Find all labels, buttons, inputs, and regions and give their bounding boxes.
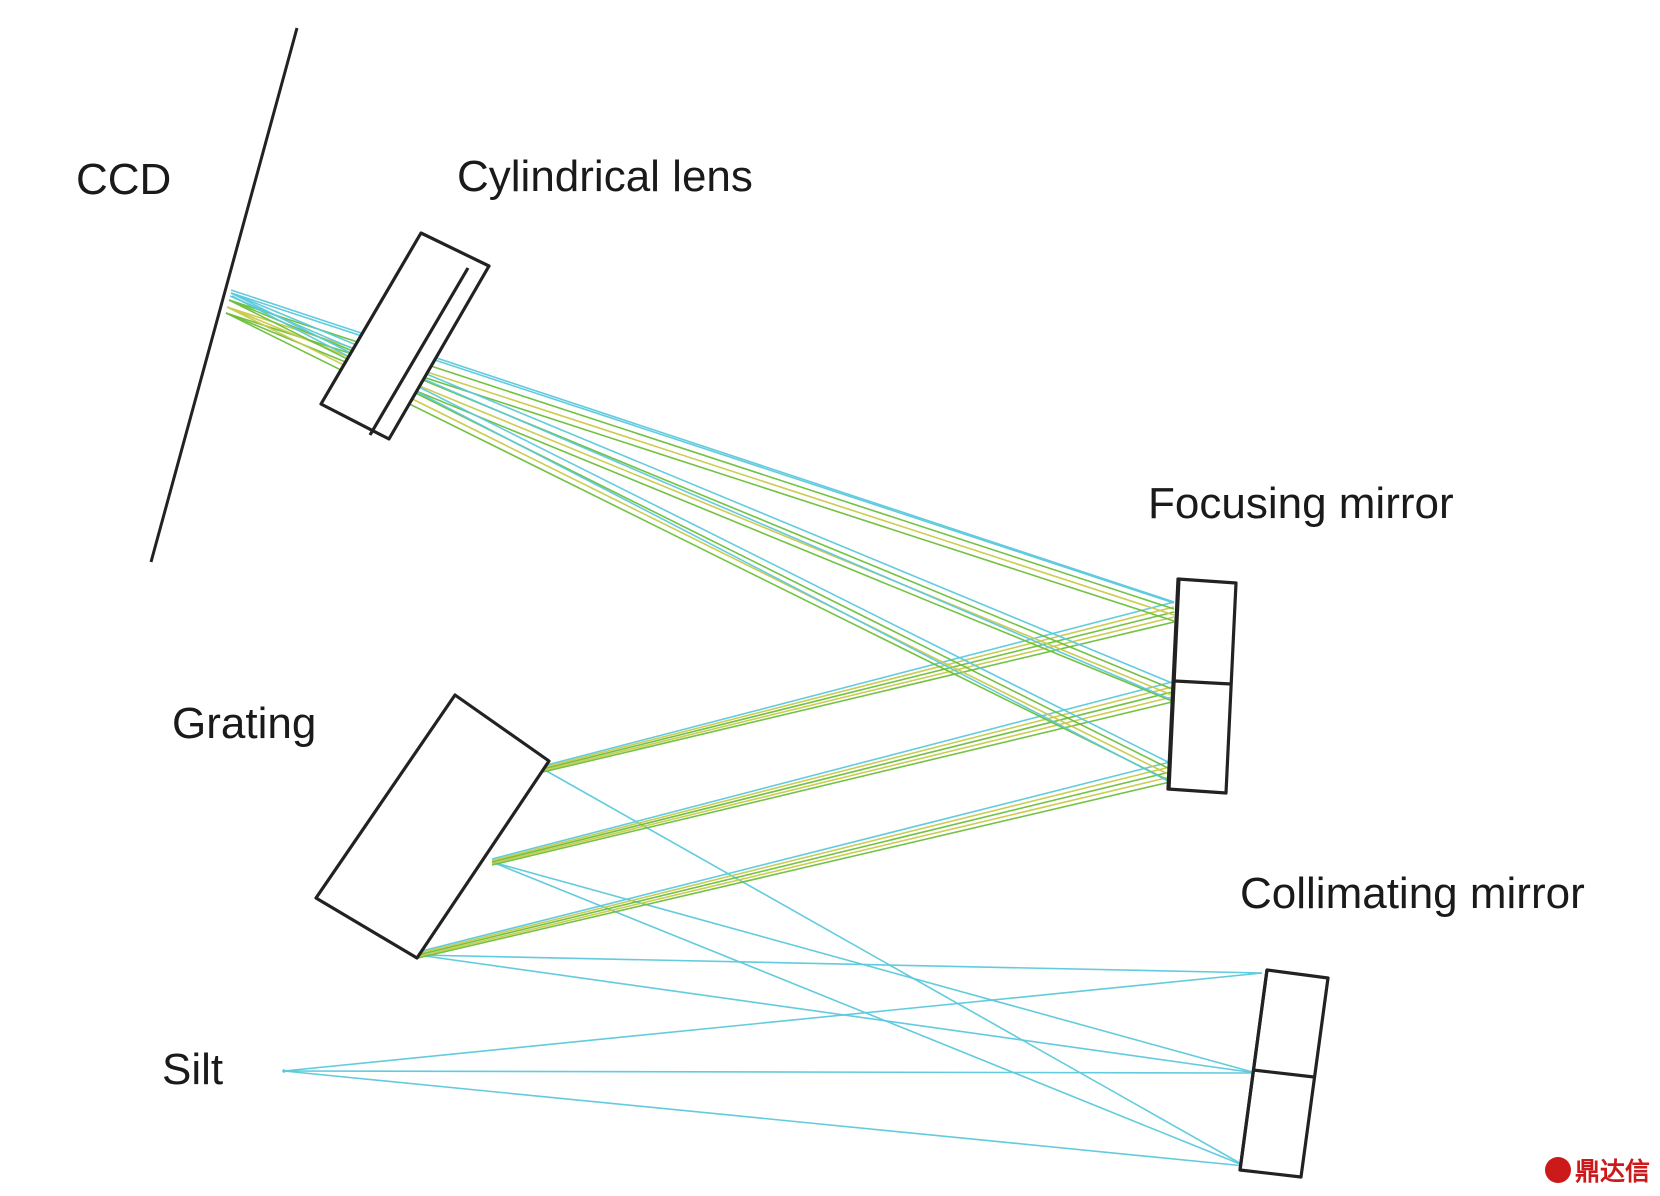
ray-grating-to-focusing [491, 686, 1173, 862]
cylindrical-lens-label: Cylindrical lens [457, 152, 753, 201]
ray-grating-to-focusing [542, 601, 1175, 767]
ray-grating-to-focusing [491, 681, 1173, 860]
ccd-label: CCD [76, 155, 172, 204]
grating [314, 693, 551, 960]
ray-grating-to-focusing [417, 776, 1171, 958]
ray-grating-to-focusing [542, 606, 1175, 769]
ray-slit-to-collimator [283, 1070, 1246, 1167]
ray-grating-to-focusing [417, 771, 1171, 956]
ray-grating-to-focusing [491, 696, 1173, 865]
ray-collimator-to-grating [491, 861, 1257, 1074]
seal-logo-icon [1544, 1157, 1571, 1183]
ray-grating-to-focusing [417, 766, 1171, 955]
watermark: 鼎达信 [1544, 1152, 1650, 1188]
ray-collimator-to-grating [542, 768, 1246, 1167]
ray-grating-to-focusing [542, 611, 1175, 770]
ray-grating-to-focusing [417, 761, 1171, 953]
cylindrical-lens [319, 231, 491, 441]
ccd-detector [149, 27, 299, 563]
watermark-text: 鼎达信 [1574, 1157, 1650, 1186]
slit-label: Silt [162, 1045, 224, 1094]
ray-slit-to-collimator [283, 1070, 1257, 1074]
ray-grating-to-focusing [542, 616, 1175, 772]
ray-slit-to-collimator [283, 972, 1263, 1072]
collimating-mirror-label: Collimating mirror [1240, 869, 1585, 918]
ray-collimator-to-grating [491, 861, 1246, 1167]
ray-grating-to-focusing [417, 781, 1171, 959]
collimating-mirror [1238, 968, 1330, 1179]
ray-collimator-to-grating [417, 954, 1263, 974]
grating-label: Grating [172, 699, 317, 748]
focusing-mirror-label: Focusing mirror [1148, 479, 1454, 528]
slit-point [282, 1069, 286, 1073]
focusing-mirror [1166, 577, 1238, 795]
ray-collimator-to-grating [417, 954, 1257, 1074]
ray-grating-to-focusing [491, 701, 1173, 866]
ray-grating-to-focusing [491, 691, 1173, 863]
